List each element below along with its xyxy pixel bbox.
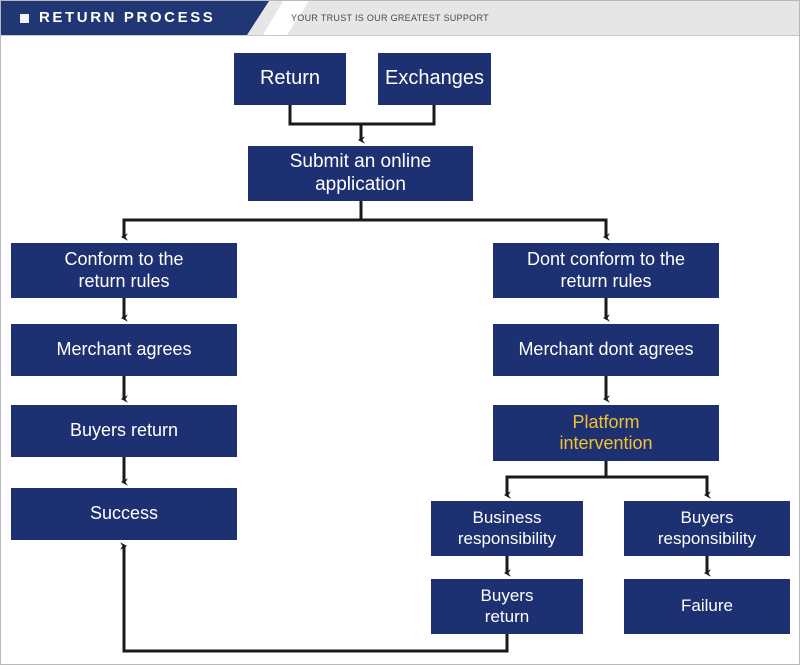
node-label: Platform intervention [559, 411, 653, 453]
node-label: Conform to the return rules [64, 249, 184, 291]
square-bullet-icon [20, 14, 29, 23]
node-exchanges[interactable]: Exchanges [378, 53, 491, 105]
edge-platform-to-buyers-resp [606, 475, 711, 499]
node-label: Exchanges [385, 67, 484, 90]
page-title: RETURN PROCESS [39, 9, 216, 26]
edge-return-exchanges-merge [288, 105, 436, 126]
node-buyers-return-left[interactable]: Buyers return [11, 405, 237, 457]
header-tagline: YOUR TRUST IS OUR GREATEST SUPPORT [291, 13, 489, 23]
node-label: Success [89, 503, 159, 524]
node-merchant-agrees[interactable]: Merchant agrees [11, 324, 237, 376]
edge-submit-to-conform [120, 201, 363, 241]
node-label: Failure [681, 596, 733, 616]
node-label: Submit an online application [289, 151, 432, 195]
node-label: Buyers responsibility [657, 508, 757, 548]
node-platform-intervention[interactable]: Platform intervention [493, 405, 719, 461]
edge-platform-to-business [503, 461, 608, 499]
header-navy-band [1, 1, 269, 35]
node-submit-application[interactable]: Submit an online application [248, 146, 473, 201]
node-conform-to-return-rules[interactable]: Conform to the return rules [11, 243, 237, 298]
node-success[interactable]: Success [11, 488, 237, 540]
node-label: Merchant dont agrees [518, 339, 694, 360]
node-label: Dont conform to the return rules [526, 249, 686, 291]
page-header: RETURN PROCESS YOUR TRUST IS OUR GREATES… [1, 1, 799, 36]
node-business-responsibility[interactable]: Business responsibility [431, 501, 583, 556]
node-failure[interactable]: Failure [624, 579, 790, 634]
node-label: Buyers return [69, 420, 179, 441]
node-dont-conform-to-return-rules[interactable]: Dont conform to the return rules [493, 243, 719, 298]
edge-submit-to-dont-conform [361, 218, 610, 241]
flowchart: Return Exchanges Submit an online applic… [1, 36, 799, 664]
node-label: Return [259, 67, 321, 90]
node-label: Buyers return [480, 586, 534, 626]
node-buyers-return-right[interactable]: Buyers return [431, 579, 583, 634]
node-merchant-dont-agrees[interactable]: Merchant dont agrees [493, 324, 719, 376]
node-label: Business responsibility [457, 508, 557, 548]
node-buyers-responsibility[interactable]: Buyers responsibility [624, 501, 790, 556]
node-label: Merchant agrees [56, 339, 192, 360]
node-return[interactable]: Return [234, 53, 346, 105]
